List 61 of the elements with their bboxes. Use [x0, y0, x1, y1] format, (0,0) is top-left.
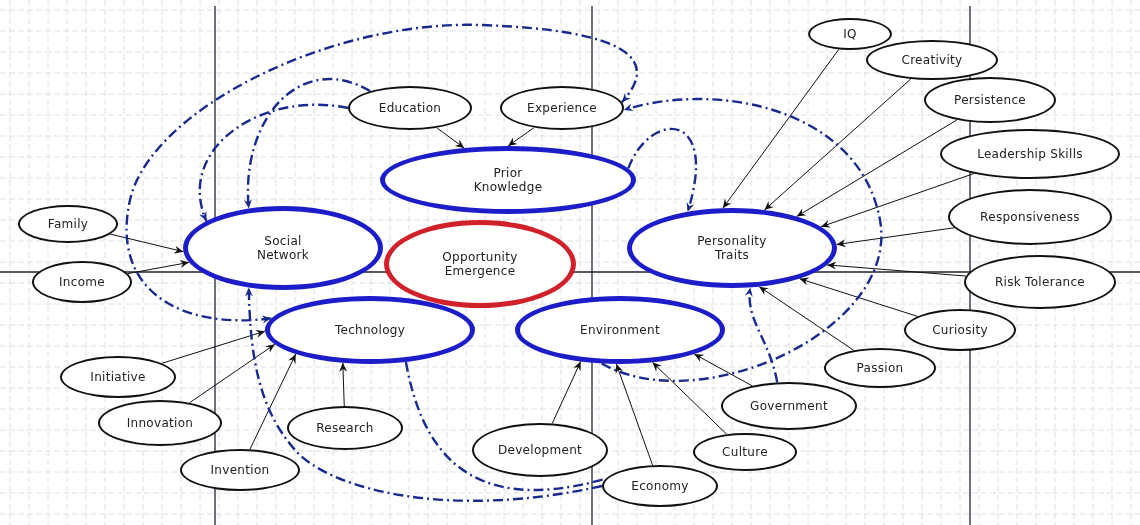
node-label: Education — [378, 100, 442, 116]
ellipse-node — [866, 40, 998, 80]
ellipse-node — [32, 261, 132, 303]
ellipse-node — [948, 189, 1112, 245]
node-label: Economy — [631, 478, 689, 494]
node-label: Risk Tolerance — [994, 274, 1086, 290]
node-label: Curiosity — [932, 322, 988, 338]
ellipse-node — [287, 406, 403, 450]
ellipse-node — [904, 309, 1016, 351]
ellipse-node — [721, 382, 857, 430]
arrow — [820, 173, 975, 228]
node-label: Research — [316, 420, 374, 436]
node-label: Family — [47, 216, 89, 232]
node-label: Prior Knowledge — [472, 165, 544, 195]
arrow — [722, 48, 840, 209]
arrow — [615, 363, 654, 466]
ellipse-node — [808, 18, 892, 50]
ellipse-node — [924, 77, 1056, 123]
arrow — [161, 330, 266, 364]
dashed-arrow — [601, 97, 882, 382]
node-label: Invention — [210, 462, 270, 478]
node-label: Environment — [580, 322, 660, 338]
node-label: Leadership Skills — [977, 146, 1083, 162]
node-label: Opportunity Emergence — [441, 249, 519, 279]
dashed-arrow — [198, 103, 349, 222]
node-label: Technology — [334, 322, 406, 338]
ellipse-node — [18, 205, 118, 243]
node-label: Persistence — [954, 92, 1026, 108]
node-label: Income — [59, 274, 105, 290]
arrow — [339, 362, 348, 407]
factor-ellipse — [265, 296, 475, 364]
node-label: Personality Traits — [696, 233, 768, 263]
node-label: Government — [750, 398, 828, 414]
node-label: IQ — [843, 26, 857, 42]
ellipse-node — [602, 465, 718, 507]
ellipse-node — [964, 255, 1116, 309]
central-ellipse — [384, 220, 576, 308]
dashed-arrow — [125, 23, 638, 324]
ellipse-node — [824, 348, 936, 388]
node-label: Culture — [722, 444, 768, 460]
ellipse-node — [180, 449, 300, 491]
ellipse-node — [500, 86, 624, 130]
node-label: Experience — [527, 100, 597, 116]
node-label: Social Network — [255, 233, 311, 263]
ellipse-node — [693, 433, 797, 471]
ellipse-node — [60, 356, 176, 398]
node-label: Development — [497, 442, 583, 458]
arrow — [109, 233, 184, 254]
node-label: Innovation — [126, 415, 194, 431]
dashed-arrow — [745, 287, 779, 383]
factor-ellipse — [380, 146, 636, 214]
node-label: Initiative — [90, 369, 146, 385]
ellipse-node — [940, 129, 1120, 179]
node-label: Passion — [856, 360, 904, 376]
arrow — [836, 227, 955, 248]
node-label: Responsiveness — [980, 209, 1080, 225]
arrow — [799, 277, 918, 317]
ellipse-node — [98, 400, 222, 446]
ellipse-node — [348, 86, 472, 130]
node-label: Creativity — [901, 52, 963, 68]
arrow — [249, 353, 297, 450]
